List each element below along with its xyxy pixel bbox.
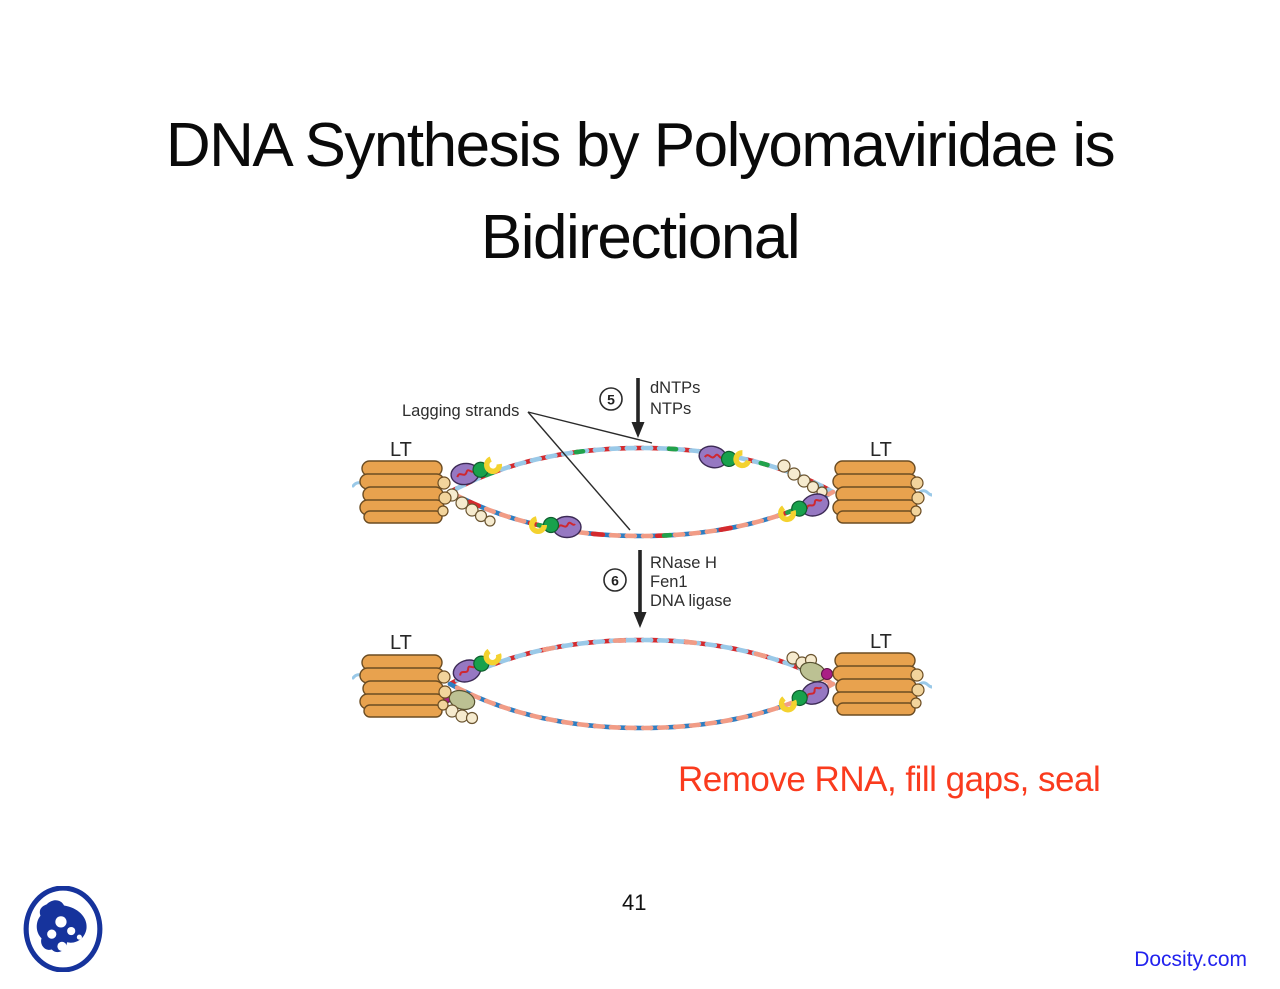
ssb-bead-chain <box>777 459 828 498</box>
lt-label: LT <box>390 632 412 654</box>
lt-helicase <box>359 460 452 524</box>
step-5-input-dntps: dNTPs <box>650 379 700 397</box>
step-6-circle <box>603 568 627 592</box>
callout-line <box>527 411 653 444</box>
step-6-number: 6 <box>611 573 619 589</box>
docsity-brand-link[interactable]: Docsity.com <box>1134 948 1247 971</box>
step-5-number: 5 <box>607 392 615 408</box>
step-6-enzyme-ligase: DNA ligase <box>650 592 732 610</box>
step-6-enzyme-rnaseh: RNase H <box>650 554 717 572</box>
docsity-logo <box>23 886 103 972</box>
down-arrowhead <box>631 422 645 438</box>
replication-bubble-1: LT LT <box>352 439 932 538</box>
remove-rna-annotation: Remove RNA, fill gaps, seal <box>678 760 1101 799</box>
logo-dot <box>55 916 67 928</box>
lt-helicase <box>832 652 925 716</box>
logo-dot <box>47 929 57 939</box>
logo-dot <box>57 941 67 952</box>
step-5-circle <box>599 387 623 411</box>
dna-tail <box>916 489 932 497</box>
replication-bubble-2: LT LT <box>352 631 932 728</box>
lt-label: LT <box>870 439 892 461</box>
polymerase-clamp-complex <box>779 678 833 718</box>
callout-line <box>527 411 631 531</box>
down-arrowhead <box>633 612 647 628</box>
step-6-enzyme-fen1: Fen1 <box>650 573 688 591</box>
lt-helicase <box>359 654 452 718</box>
logo-dot <box>76 934 82 940</box>
lt-label: LT <box>390 439 412 461</box>
lt-label: LT <box>870 631 892 653</box>
slide-title: DNA Synthesis by Polyomaviridae is Bidir… <box>0 100 1280 284</box>
step-6-annotation: 6 RNase H Fen1 DNA ligase <box>603 550 732 628</box>
polymerase-clamp-complex <box>450 648 504 685</box>
lagging-strands-label: Lagging strands <box>402 402 519 420</box>
slide-title-line2: Bidirectional <box>480 203 801 272</box>
step-5-annotation: 5 dNTPs NTPs <box>599 378 700 438</box>
polymerase-clamp-complex <box>778 490 832 527</box>
replication-diagram: LT LT Lagging strands 5 dNTPs NTPs 6 RNa… <box>352 378 932 762</box>
lagging-strands-callout: Lagging strands <box>402 402 653 531</box>
dna-tail <box>916 681 932 689</box>
page-number: 41 <box>622 890 647 915</box>
logo-dot <box>67 926 76 936</box>
slide-title-line1: DNA Synthesis by Polyomaviridae is <box>165 111 1116 180</box>
step-5-input-ntps: NTPs <box>650 400 691 418</box>
lt-helicase <box>832 460 925 524</box>
